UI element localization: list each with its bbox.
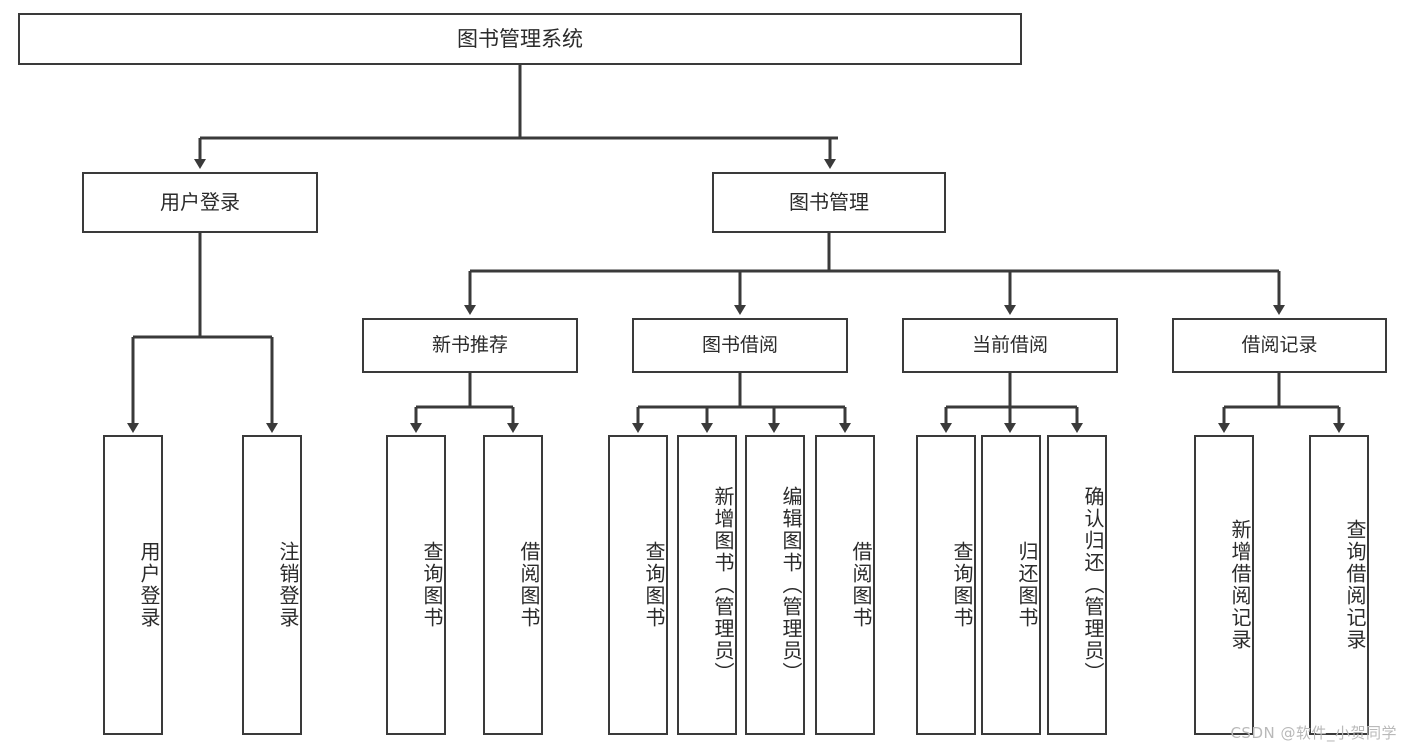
node-label: 借阅记录 <box>1241 333 1318 356</box>
node-book-management[interactable]: 图书管理 <box>712 172 946 233</box>
leaf-logout[interactable]: 注销登录 <box>242 435 302 735</box>
node-user-login[interactable]: 用户登录 <box>82 172 318 233</box>
node-label: 确认归还（管理员） <box>1081 486 1105 684</box>
node-label: 查询图书 <box>950 541 974 629</box>
node-label: 查询图书 <box>642 541 666 629</box>
leaf-borrow-borrow-book[interactable]: 借阅图书 <box>815 435 875 735</box>
node-book-borrow[interactable]: 图书借阅 <box>632 318 848 373</box>
leaf-borrow-query-book[interactable]: 查询图书 <box>608 435 668 735</box>
node-label: 编辑图书（管理员） <box>779 486 803 684</box>
node-label: 用户登录 <box>137 541 161 629</box>
node-label: 查询借阅记录 <box>1343 519 1367 651</box>
node-borrow-record[interactable]: 借阅记录 <box>1172 318 1387 373</box>
node-label: 新增图书（管理员） <box>711 486 735 684</box>
node-label: 借阅图书 <box>517 541 541 629</box>
leaf-recommend-query-book[interactable]: 查询图书 <box>386 435 446 735</box>
node-label: 用户登录 <box>160 190 240 214</box>
leaf-current-return-book[interactable]: 归还图书 <box>981 435 1041 735</box>
node-label: 借阅图书 <box>849 541 873 629</box>
node-label: 图书管理 <box>789 190 869 214</box>
leaf-record-add[interactable]: 新增借阅记录 <box>1194 435 1254 735</box>
leaf-current-query-book[interactable]: 查询图书 <box>916 435 976 735</box>
node-label: 归还图书 <box>1015 541 1039 629</box>
leaf-current-confirm-return[interactable]: 确认归还（管理员） <box>1047 435 1107 735</box>
node-current-borrow[interactable]: 当前借阅 <box>902 318 1118 373</box>
node-label: 注销登录 <box>276 541 300 629</box>
leaf-borrow-edit-book[interactable]: 编辑图书（管理员） <box>745 435 805 735</box>
leaf-user-login[interactable]: 用户登录 <box>103 435 163 735</box>
leaf-record-query[interactable]: 查询借阅记录 <box>1309 435 1369 735</box>
node-label: 新书推荐 <box>431 333 508 356</box>
node-label: 新增借阅记录 <box>1228 519 1252 651</box>
node-label: 当前借阅 <box>971 333 1048 356</box>
node-root-system[interactable]: 图书管理系统 <box>18 13 1022 65</box>
node-label: 查询图书 <box>420 541 444 629</box>
leaf-recommend-borrow-book[interactable]: 借阅图书 <box>483 435 543 735</box>
leaf-borrow-add-book[interactable]: 新增图书（管理员） <box>677 435 737 735</box>
node-label: 图书管理系统 <box>457 26 583 51</box>
node-new-book-recommend[interactable]: 新书推荐 <box>362 318 578 373</box>
node-label: 图书借阅 <box>701 333 778 356</box>
